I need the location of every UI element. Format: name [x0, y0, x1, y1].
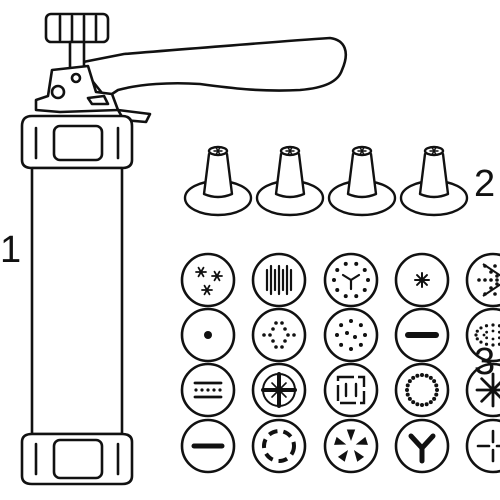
- cookie-disc-icon: [251, 418, 307, 474]
- cookie-disc-icon: [323, 362, 379, 418]
- cookie-disc-icon: [251, 307, 307, 363]
- piping-tip-icon: [255, 145, 325, 217]
- cookie-disc-icon: [180, 418, 236, 474]
- cookie-disc-icon: [465, 307, 500, 363]
- press-tube: [30, 166, 124, 436]
- label-tips: 2: [474, 163, 495, 205]
- cookie-disc-icon: [394, 418, 450, 474]
- press-handle: [76, 36, 347, 100]
- cookie-disc-icon: [180, 252, 236, 308]
- piping-tips-group: [183, 145, 469, 217]
- press-knob: [44, 12, 110, 44]
- cookie-disc-icon: [251, 252, 307, 308]
- cookie-disc-icon: [323, 418, 379, 474]
- piping-tip-icon: [183, 145, 253, 217]
- cookie-disc-icon: [180, 307, 236, 363]
- cookie-disc-icon: [465, 362, 500, 418]
- cookie-disc-icon: [465, 252, 500, 308]
- cookie-disc-icon: [394, 307, 450, 363]
- cookie-disc-icon: [180, 362, 236, 418]
- cookie-press-icon: [20, 12, 347, 486]
- cookie-disc-icon: [394, 252, 450, 308]
- cookie-disc-icon: [323, 252, 379, 308]
- cookie-disc-icon: [465, 418, 500, 474]
- label-discs: 3: [474, 341, 495, 383]
- piping-tip-icon: [399, 145, 469, 217]
- cookie-disc-icon: [394, 362, 450, 418]
- label-press: 1: [0, 229, 21, 271]
- piping-tip-icon: [327, 145, 397, 217]
- cookie-disc-icon: [251, 362, 307, 418]
- cookie-discs-grid: [180, 252, 500, 474]
- cookie-disc-icon: [323, 307, 379, 363]
